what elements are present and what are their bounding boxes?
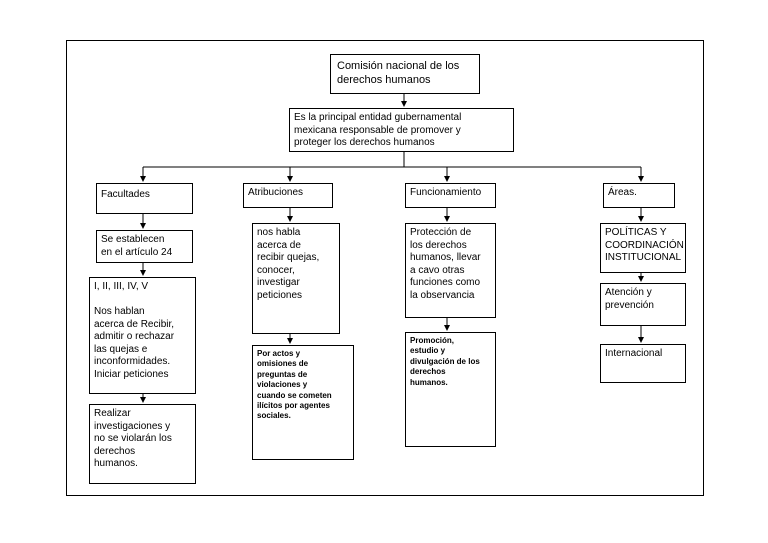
branch-atribuciones: Atribuciones: [243, 183, 333, 208]
facultades-item-investigaciones: Realizar investigaciones y no se violará…: [89, 404, 196, 484]
funcionamiento-item-promocion: Promoción, estudio y divulgación de los …: [405, 332, 496, 447]
areas-item-politicas: POLÍTICAS Y COORDINACIÓN INSTITUCIONAL: [600, 223, 686, 273]
branch-areas: Áreas.: [603, 183, 675, 208]
facultades-item-fracciones: I, II, III, IV, V Nos hablan acerca de R…: [89, 277, 196, 394]
areas-item-atencion: Atención y prevención: [600, 283, 686, 326]
atribuciones-item-quejas: nos habla acerca de recibir quejas, cono…: [252, 223, 340, 334]
root-node: Comisión nacional de los derechos humano…: [330, 54, 480, 94]
branch-funcionamiento: Funcionamiento: [405, 183, 496, 208]
diagram-frame: [66, 40, 704, 496]
atribuciones-item-actos: Por actos y omisiones de preguntas de vi…: [252, 345, 354, 460]
definition-node: Es la principal entidad gubernamental me…: [289, 108, 514, 152]
branch-facultades: Facultades: [96, 183, 193, 214]
funcionamiento-item-proteccion: Protección de los derechos humanos, llev…: [405, 223, 496, 318]
areas-item-internacional: Internacional: [600, 344, 686, 383]
facultades-item-articulo: Se establecen en el artículo 24: [96, 230, 193, 263]
